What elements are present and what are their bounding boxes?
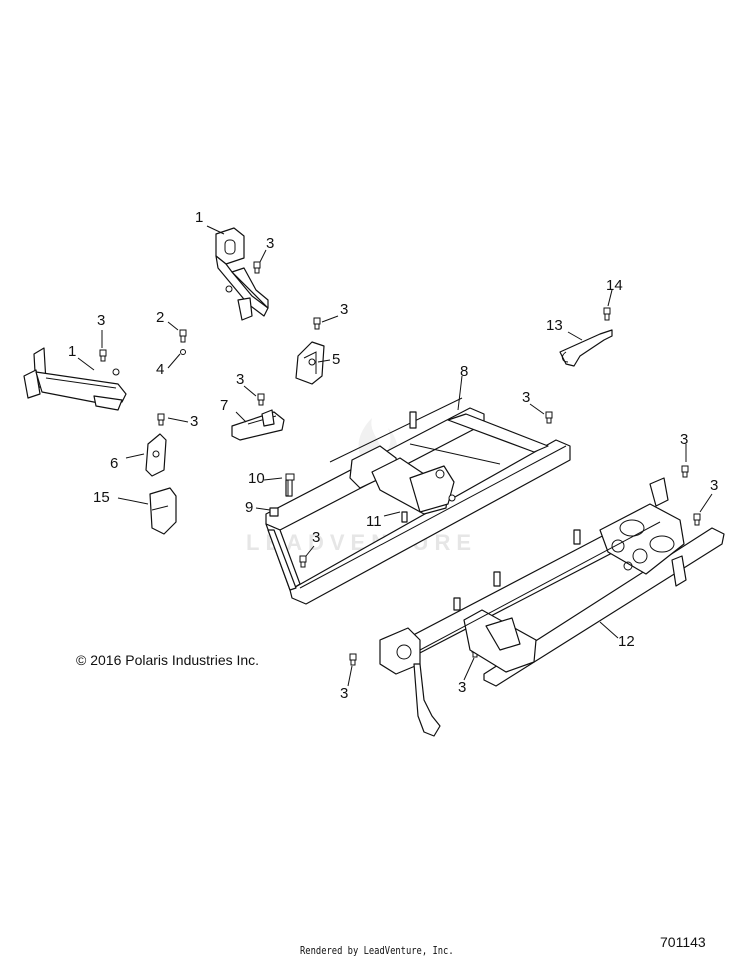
callout-3: 3 [266,235,275,252]
callout-11: 11 [366,513,382,530]
callout-4: 4 [156,361,165,378]
callout-14: 14 [606,277,623,294]
part-1-left-bracket[interactable] [23,347,127,411]
callout-3: 3 [97,312,106,329]
callout-13: 13 [546,317,563,334]
part-15-bracket[interactable] [149,487,177,535]
leader-lines [77,225,713,687]
part-7-bracket[interactable] [231,409,285,441]
callout-3: 3 [710,477,719,494]
callout-3: 3 [458,679,467,696]
rendered-by-footer: Rendered by LeadVenture, Inc. [300,944,454,957]
part-12-rear-frame[interactable] [379,477,725,737]
callout-6: 6 [110,455,119,472]
callout-3: 3 [312,529,321,546]
callout-2: 2 [156,309,165,326]
copyright-notice: © 2016 Polaris Industries Inc. [76,652,260,668]
callout-3: 3 [190,413,199,430]
part-10-bolt[interactable] [285,473,295,497]
callout-12: 12 [618,633,635,650]
part-13-bracket[interactable] [559,329,613,367]
callout-8: 8 [460,363,469,380]
callout-5: 5 [332,351,341,368]
diagram-id: 701143 [660,934,706,950]
callout-3: 3 [680,431,689,448]
callout-3: 3 [340,685,349,702]
part-5-bracket[interactable] [295,341,325,385]
callout-1-upper: 1 [195,209,204,226]
callout-3: 3 [236,371,245,388]
part-6-bracket[interactable] [145,433,167,477]
callout-7: 7 [220,397,229,414]
callout-3: 3 [340,301,349,318]
callout-3: 3 [522,389,531,406]
part-1-upper-bracket[interactable] [215,227,269,321]
callout-1-left: 1 [68,343,77,360]
callout-15: 15 [93,489,110,506]
callout-10: 10 [248,470,265,487]
part-8-main-frame[interactable] [265,397,571,605]
bolt-3-group[interactable] [99,261,701,666]
callout-9: 9 [245,499,254,516]
